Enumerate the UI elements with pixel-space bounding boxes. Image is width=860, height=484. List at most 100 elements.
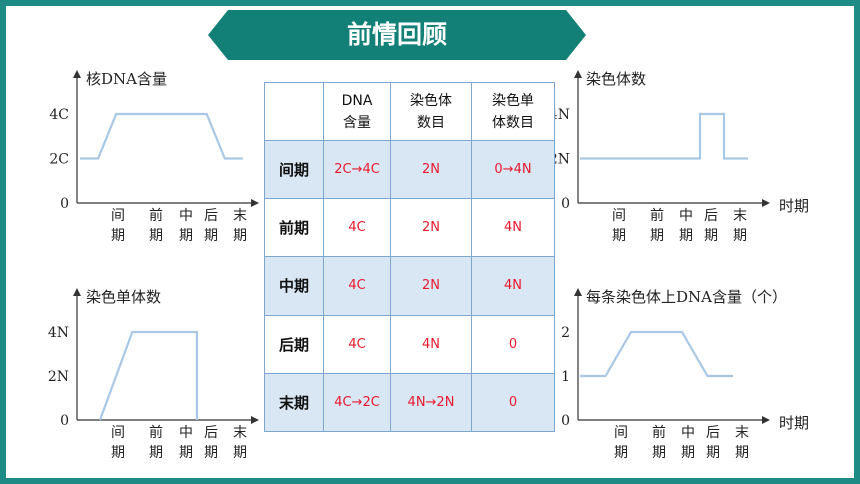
chart-title: 染色体数 — [586, 70, 646, 88]
row-period: 中期 — [264, 256, 324, 316]
x-tick-label: 期 — [704, 228, 718, 244]
x-axis-arrow — [251, 416, 259, 424]
x-tick-label: 期 — [233, 228, 247, 244]
header-line: 染色单 — [492, 92, 534, 109]
x-tick-label: 末 — [735, 425, 749, 441]
x-tick-label: 中 — [179, 208, 193, 224]
x-tick-label: 前 — [149, 424, 163, 441]
cell-chromatid: 4N — [471, 198, 555, 258]
x-tick-label: 期 — [681, 445, 695, 461]
cell-chromatid: 0→4N — [471, 139, 555, 200]
x-tick-label: 期 — [149, 228, 163, 244]
x-tick-label: 中 — [681, 425, 695, 441]
x-tick-label: 前 — [149, 207, 163, 224]
x-axis-arrow — [762, 416, 770, 424]
title-banner-shape — [208, 10, 586, 60]
header-line: 数目 — [417, 114, 445, 131]
x-tick-label: 末 — [233, 208, 247, 224]
cell-chromosome: 2N — [390, 256, 472, 316]
x-tick-label: 期 — [614, 445, 628, 461]
x-tick-label: 期 — [706, 445, 720, 461]
cell-dna: 4C — [323, 314, 391, 374]
y-tick-label: 1 — [561, 369, 570, 385]
row-period: 后期 — [264, 314, 324, 374]
x-tick-label: 期 — [612, 228, 626, 244]
y-tick-label: 2C — [49, 152, 69, 168]
cell-chromosome: 4N→2N — [390, 372, 472, 433]
series-line — [580, 330, 733, 378]
header-line: DNA — [341, 92, 373, 109]
cell-dna: 4C→2C — [323, 372, 391, 433]
x-tick-label: 期 — [149, 445, 163, 461]
x-axis-label: 时期 — [779, 197, 809, 215]
cell-chromatid: 0 — [471, 372, 555, 433]
x-tick-label: 间 — [111, 208, 125, 224]
x-tick-label: 期 — [652, 445, 666, 461]
cell-chromosome: 2N — [390, 139, 472, 200]
series-line — [580, 112, 748, 160]
x-tick-label: 期 — [233, 445, 247, 461]
cell-chromosome: 2N — [390, 198, 472, 258]
cell-dna: 4C — [323, 198, 391, 258]
x-tick-label: 期 — [204, 445, 218, 461]
x-tick-label: 前 — [652, 424, 666, 441]
column-header: 染色体数目 — [390, 82, 472, 141]
x-tick-label: 后 — [704, 208, 718, 224]
column-header — [264, 82, 324, 141]
y-axis-arrow — [574, 288, 582, 296]
cell-chromatid: 0 — [471, 314, 555, 374]
y-axis-arrow — [73, 70, 81, 78]
y-tick-label: 0 — [561, 196, 570, 212]
cell-dna: 4C — [323, 256, 391, 316]
chart-title: 核DNA含量 — [86, 70, 167, 88]
x-tick-label: 期 — [179, 228, 193, 244]
y-axis-arrow — [574, 70, 582, 78]
x-tick-label: 中 — [179, 425, 193, 441]
row-period: 末期 — [264, 372, 324, 433]
y-tick-label: 0 — [561, 413, 570, 429]
x-tick-label: 期 — [735, 445, 749, 461]
y-tick-label: 2N — [48, 369, 69, 385]
y-axis-arrow — [73, 288, 81, 296]
x-axis-arrow — [251, 199, 259, 207]
y-tick-label: 0 — [60, 413, 69, 429]
x-tick-label: 前 — [650, 207, 664, 224]
cell-dna: 2C→4C — [323, 139, 391, 200]
y-tick-label: 0 — [60, 196, 69, 212]
x-tick-label: 末 — [733, 208, 747, 224]
column-header: 染色单体数目 — [471, 82, 555, 141]
x-tick-label: 后 — [204, 208, 218, 224]
y-tick-label: 4N — [48, 325, 69, 341]
row-period: 前期 — [264, 198, 324, 258]
x-tick-label: 后 — [204, 425, 218, 441]
series-line — [80, 112, 243, 160]
x-tick-label: 中 — [679, 208, 693, 224]
header-line: 体数目 — [492, 114, 534, 131]
cell-chromatid: 4N — [471, 256, 555, 316]
x-tick-label: 期 — [733, 228, 747, 244]
y-tick-label: 2 — [561, 325, 570, 341]
page-title: 前情回顾 — [346, 20, 447, 49]
x-tick-label: 期 — [111, 445, 125, 461]
title-banner — [208, 10, 586, 60]
x-tick-label: 间 — [111, 425, 125, 441]
header-line: 染色体 — [410, 92, 452, 109]
x-tick-label: 期 — [679, 228, 693, 244]
x-tick-label: 期 — [179, 445, 193, 461]
x-axis-arrow — [762, 199, 770, 207]
x-axis-label: 时期 — [779, 414, 809, 432]
x-tick-label: 期 — [204, 228, 218, 244]
chart-title: 染色单体数 — [86, 288, 161, 306]
x-tick-label: 期 — [111, 228, 125, 244]
cell-chromosome: 4N — [390, 314, 472, 374]
series-line — [98, 330, 198, 421]
